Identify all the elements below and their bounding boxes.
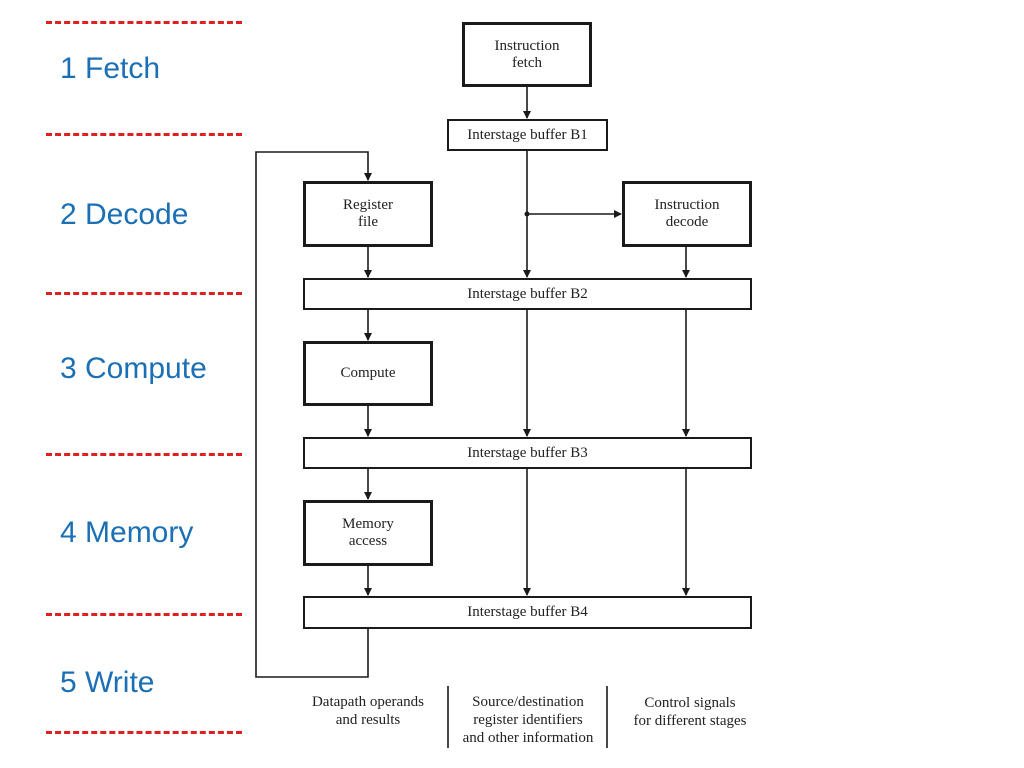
memory-access-block: Memory access <box>303 500 433 566</box>
register-file-block: Register file <box>303 181 433 247</box>
stage-label-memory: 4 Memory <box>60 516 194 549</box>
instruction-decode-block: Instruction decode <box>622 181 752 247</box>
stage-separator <box>46 731 242 734</box>
stage-label-compute: 3 Compute <box>60 352 207 385</box>
instruction-fetch-block: Instruction fetch <box>462 22 592 87</box>
stage-separator <box>46 292 242 295</box>
stage-separator <box>46 133 242 136</box>
compute-block: Compute <box>303 341 433 406</box>
writeback-feedback-loop <box>255 151 372 678</box>
interstage-buffer-b4: Interstage buffer B4 <box>303 596 752 629</box>
stage-separator <box>46 613 242 616</box>
interstage-buffer-b3: Interstage buffer B3 <box>303 437 752 469</box>
stage-label-fetch: 1 Fetch <box>60 52 161 85</box>
junction-dot <box>524 211 530 217</box>
stage-label-write: 5 Write <box>60 666 155 699</box>
legend-control-signals: Control signals for different stages <box>633 695 747 729</box>
legend-datapath-operands: Datapath operands and results <box>311 694 425 728</box>
stage-label-decode: 2 Decode <box>60 198 189 231</box>
interstage-buffer-b1: Interstage buffer B1 <box>447 119 608 151</box>
interstage-buffer-b2: Interstage buffer B2 <box>303 278 752 310</box>
stage-separator <box>46 453 242 456</box>
legend-register-identifiers: Source/destination register identifiers … <box>462 694 594 746</box>
stage-separator <box>46 21 242 24</box>
